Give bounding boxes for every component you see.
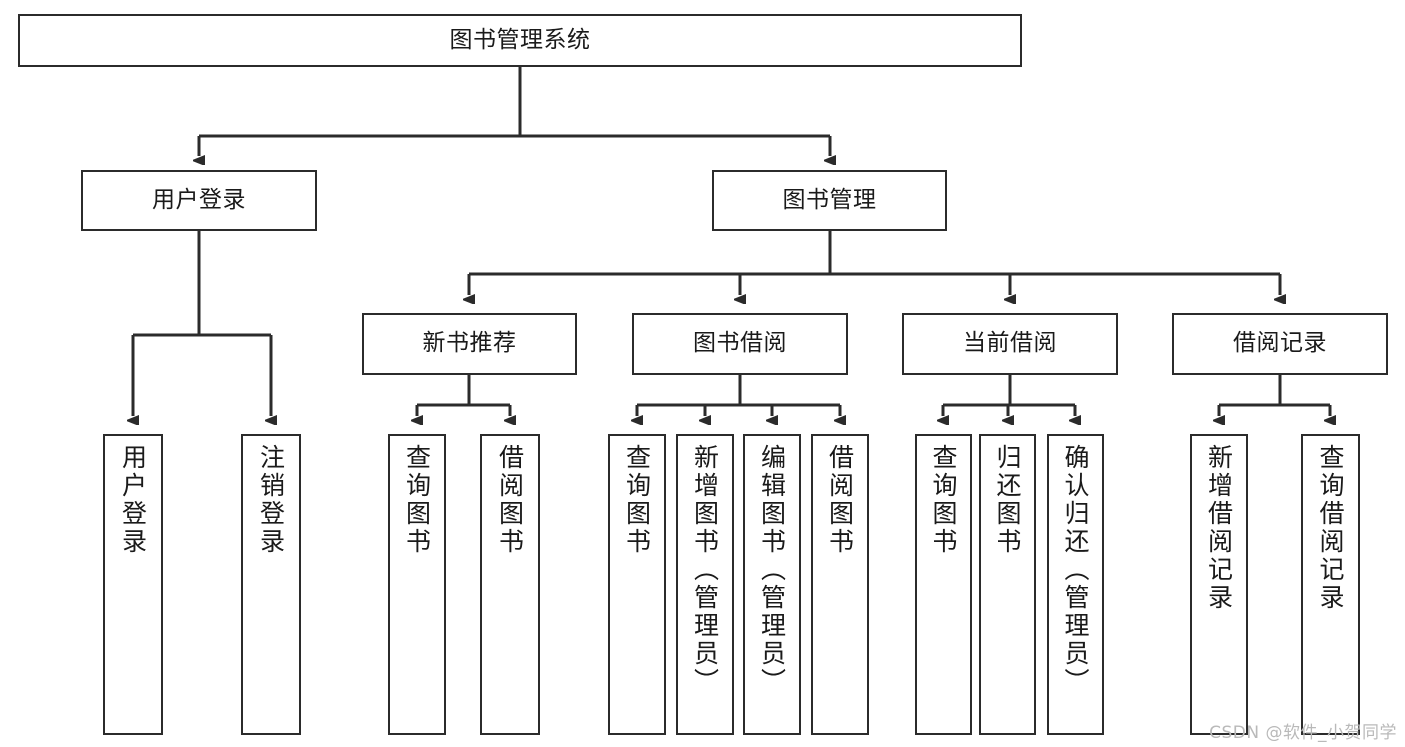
- connector-group-book-mgmt: [469, 231, 1280, 295]
- node-book-management-label: 图书管理: [782, 186, 877, 213]
- node-leaf-label: 新增图书（管理员）: [690, 444, 720, 696]
- node-borrow-record-label: 借阅记录: [1233, 330, 1327, 357]
- node-leaf[interactable]: 借阅图书: [811, 434, 869, 735]
- node-leaf-label: 借阅图书: [495, 444, 525, 556]
- node-leaf-label: 查询图书: [929, 444, 958, 556]
- node-leaf[interactable]: 确认归还（管理员）: [1047, 434, 1104, 735]
- connector-group-user-login: [133, 231, 271, 416]
- node-leaf-label: 归还图书: [993, 444, 1022, 556]
- node-book-borrow-label: 图书借阅: [693, 330, 787, 357]
- node-leaf[interactable]: 查询图书: [388, 434, 446, 735]
- node-current-borrow-label: 当前借阅: [963, 330, 1057, 357]
- node-leaf-label: 用户登录: [118, 444, 148, 556]
- node-current-borrow[interactable]: 当前借阅: [902, 313, 1118, 375]
- node-leaf[interactable]: 查询借阅记录: [1301, 434, 1360, 735]
- connector-group-new-book: [417, 375, 510, 416]
- node-leaf[interactable]: 用户登录: [103, 434, 163, 735]
- connector-group-current-borrow: [943, 375, 1075, 416]
- node-leaf-label: 查询借阅记录: [1316, 444, 1345, 612]
- node-leaf[interactable]: 借阅图书: [480, 434, 540, 735]
- node-leaf[interactable]: 新增图书（管理员）: [676, 434, 734, 735]
- node-root-label: 图书管理系统: [449, 26, 591, 53]
- node-leaf-label: 确认归还（管理员）: [1061, 444, 1090, 696]
- node-book-borrow[interactable]: 图书借阅: [632, 313, 848, 375]
- node-leaf-label: 注销登录: [256, 444, 286, 556]
- node-leaf[interactable]: 注销登录: [241, 434, 301, 735]
- node-leaf-label: 查询图书: [402, 444, 432, 556]
- node-leaf[interactable]: 归还图书: [979, 434, 1036, 735]
- node-new-book-recommend[interactable]: 新书推荐: [362, 313, 577, 375]
- node-leaf-label: 查询图书: [622, 444, 652, 556]
- node-leaf[interactable]: 新增借阅记录: [1190, 434, 1248, 735]
- connector-group-borrow: [637, 375, 840, 416]
- node-leaf[interactable]: 查询图书: [915, 434, 972, 735]
- node-leaf[interactable]: 查询图书: [608, 434, 666, 735]
- node-new-book-recommend-label: 新书推荐: [422, 330, 517, 357]
- node-root-system[interactable]: 图书管理系统: [18, 14, 1022, 67]
- node-book-management[interactable]: 图书管理: [712, 170, 947, 231]
- node-user-login-label: 用户登录: [152, 186, 246, 213]
- connector-group-root: [199, 67, 830, 156]
- node-user-login[interactable]: 用户登录: [81, 170, 317, 231]
- node-leaf[interactable]: 编辑图书（管理员）: [743, 434, 801, 735]
- node-leaf-label: 编辑图书（管理员）: [757, 444, 787, 696]
- node-borrow-record[interactable]: 借阅记录: [1172, 313, 1388, 375]
- node-leaf-label: 借阅图书: [825, 444, 855, 556]
- connector-group-borrow-record: [1219, 375, 1330, 416]
- node-leaf-label: 新增借阅记录: [1204, 444, 1234, 612]
